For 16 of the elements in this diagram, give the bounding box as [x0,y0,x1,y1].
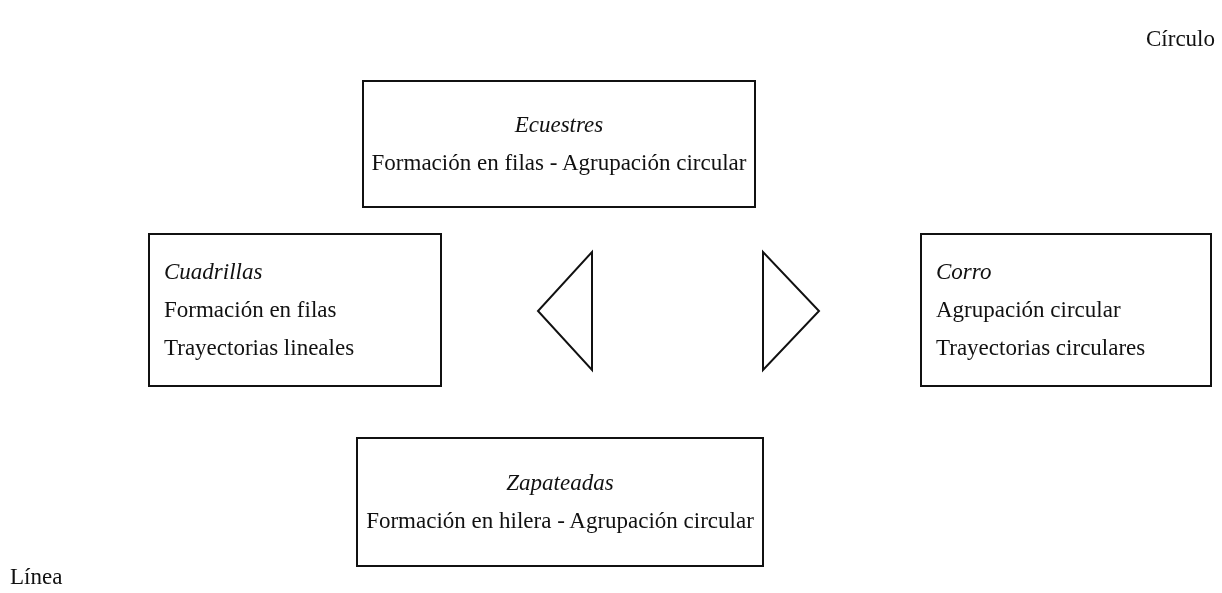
box-text: Formación en filas - Agrupación circular [371,149,747,177]
box-heading: Zapateadas [506,469,614,497]
category-box [148,233,442,387]
box-text: Formación en filas [164,296,337,324]
box-text: Agrupación circular [936,296,1121,324]
category-box [920,233,1212,387]
box-text: Trayectorias lineales [164,334,355,362]
axis-label: Línea [10,564,63,590]
box-heading: Corro [936,258,992,286]
box-text: Trayectorias circulares [936,334,1146,362]
box-heading: Ecuestres [514,111,604,139]
box-text: Formación en hilera - Agrupación circular [366,507,754,535]
box-heading: Cuadrillas [164,258,263,286]
category-box [356,437,764,567]
category-box [362,80,756,208]
axis-label: Círculo [1146,26,1215,52]
